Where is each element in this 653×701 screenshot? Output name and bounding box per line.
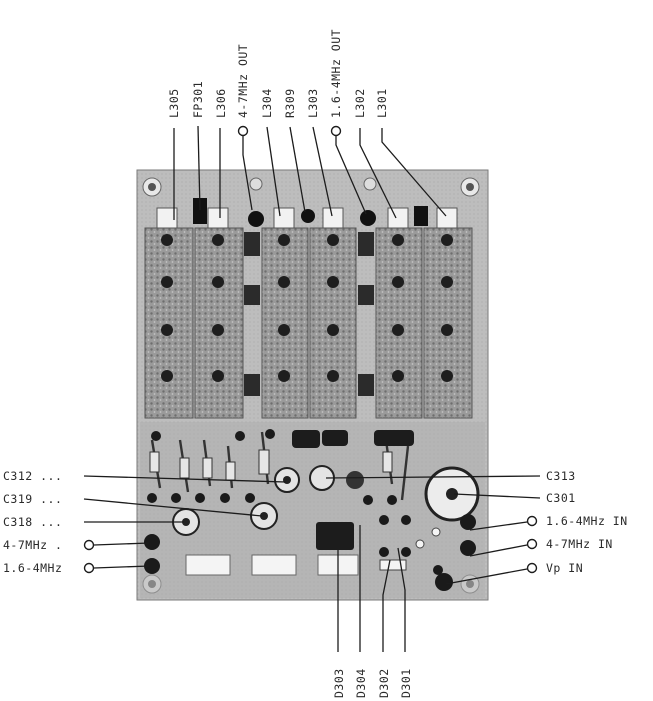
label-L304: L304 <box>260 88 274 118</box>
label-L305: L305 <box>167 88 181 118</box>
label-D301: D301 <box>399 668 413 698</box>
leader-L303 <box>312 126 333 217</box>
leader-vpin <box>445 568 528 585</box>
label-C301: C301 <box>546 491 576 505</box>
label-out47: 4-7MHz OUT <box>236 44 250 118</box>
top-labels: L305 FP301 L306 4-7MHz OUT L304 R309 L30… <box>167 29 389 118</box>
leader-in47 <box>93 542 151 546</box>
label-L306: L306 <box>214 88 228 118</box>
leader-out47 <box>242 136 253 211</box>
leader-L302 <box>359 128 397 219</box>
label-D304: D304 <box>354 668 368 698</box>
bottom-leaders <box>337 525 406 652</box>
component-area <box>140 422 485 598</box>
label-D303: D303 <box>332 668 346 698</box>
terminal-vpin <box>526 562 538 574</box>
label-out164: 1.6-4MHz OUT <box>329 29 343 118</box>
terminal-rin164 <box>526 515 538 527</box>
terminal-out47 <box>237 125 249 137</box>
terminal-in164 <box>83 562 95 574</box>
circuit-board <box>136 169 489 601</box>
label-C319: C319 ... <box>3 492 62 506</box>
leader-out164 <box>335 136 367 215</box>
leader-C313 <box>325 475 541 479</box>
label-in164: 1.6-4MHz <box>3 561 62 575</box>
leader-L304 <box>266 126 281 217</box>
label-vpin: Vp IN <box>546 561 583 575</box>
leader-C319 <box>83 498 263 517</box>
leader-R309 <box>289 126 306 213</box>
label-L303: L303 <box>306 88 320 118</box>
coil-shields <box>144 198 473 419</box>
leader-rin164 <box>469 521 528 531</box>
terminal-in47 <box>83 539 95 551</box>
bottom-labels: D303 D304 D302 D301 <box>332 668 413 698</box>
label-C313: C313 <box>546 469 576 483</box>
terminal-rin47 <box>526 538 538 550</box>
label-L301: L301 <box>375 88 389 118</box>
leader-FP301 <box>197 125 201 211</box>
label-D302: D302 <box>377 668 391 698</box>
label-C312: C312 ... <box>3 469 62 483</box>
leader-L301 <box>381 128 447 217</box>
top-leaders <box>173 125 447 220</box>
leader-C312 <box>83 475 287 483</box>
label-rin164: 1.6-4MHz IN <box>546 514 628 528</box>
right-labels: C313 C301 1.6-4MHz IN 4-7MHz IN Vp IN <box>546 469 628 575</box>
label-R309: R309 <box>283 88 297 118</box>
leader-D302 <box>382 559 391 652</box>
label-FP301: FP301 <box>191 81 205 118</box>
leader-rin47 <box>469 544 528 557</box>
leader-C301 <box>453 493 541 499</box>
label-C318: C318 ... <box>3 515 62 529</box>
left-labels: C312 ... C319 ... C318 ... 4-7MHz . 1.6-… <box>3 469 62 575</box>
label-rin47: 4-7MHz IN <box>546 537 613 551</box>
leader-D301 <box>397 547 406 652</box>
right-leaders <box>325 475 541 585</box>
left-leaders <box>83 475 287 574</box>
label-L302: L302 <box>353 88 367 118</box>
trimmer-capacitors <box>172 465 480 536</box>
label-in47: 4-7MHz . <box>3 538 62 552</box>
leader-in164 <box>93 565 151 569</box>
terminal-out164 <box>330 125 342 137</box>
